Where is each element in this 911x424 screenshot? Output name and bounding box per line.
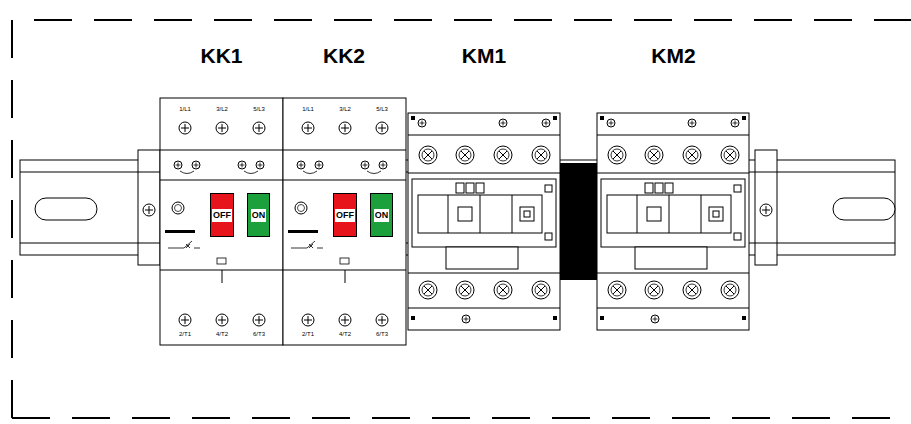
contactor: KM1 [408, 40, 560, 330]
terminal-label: 4/T2 [216, 331, 228, 338]
device-tag: KM1 [408, 44, 560, 68]
contactor [597, 113, 749, 330]
motor-breaker [283, 98, 406, 345]
terminal-label: 3/L2 [339, 106, 351, 113]
terminal-label: 5/L3 [376, 106, 388, 113]
motor-breaker [160, 98, 283, 345]
button-label: ON [251, 209, 267, 222]
device-tag: KK1 [160, 44, 283, 68]
terminal-label: 2/T1 [179, 331, 191, 338]
terminal-label: 1/L1 [302, 106, 314, 113]
contactor [408, 113, 560, 330]
terminal-label: 6/T3 [376, 331, 388, 338]
terminal-label: 4/T2 [339, 331, 351, 338]
motor-breaker: KK2OFF ON [283, 40, 405, 345]
motor-breaker: KK1OFF ON [160, 40, 283, 345]
device-tag: KK2 [283, 44, 405, 68]
off-button: OFF [333, 193, 357, 237]
interlock-block [560, 163, 597, 280]
terminal-label: 2/T1 [302, 331, 314, 338]
off-button: OFF [210, 193, 234, 237]
button-label: OFF [335, 209, 355, 222]
terminal-label: 1/L1 [179, 106, 191, 113]
contactor: KM2 [597, 40, 750, 330]
terminal-label: 6/T3 [253, 331, 265, 338]
button-label: OFF [212, 209, 232, 222]
device-tag: KM2 [597, 44, 750, 68]
terminal-label: 5/L3 [253, 106, 265, 113]
on-button: ON [247, 193, 270, 237]
terminal-label: 3/L2 [216, 106, 228, 113]
on-button: ON [370, 193, 393, 237]
enclosure-border [12, 417, 911, 419]
enclosure-border [12, 20, 911, 418]
button-label: ON [374, 209, 390, 222]
